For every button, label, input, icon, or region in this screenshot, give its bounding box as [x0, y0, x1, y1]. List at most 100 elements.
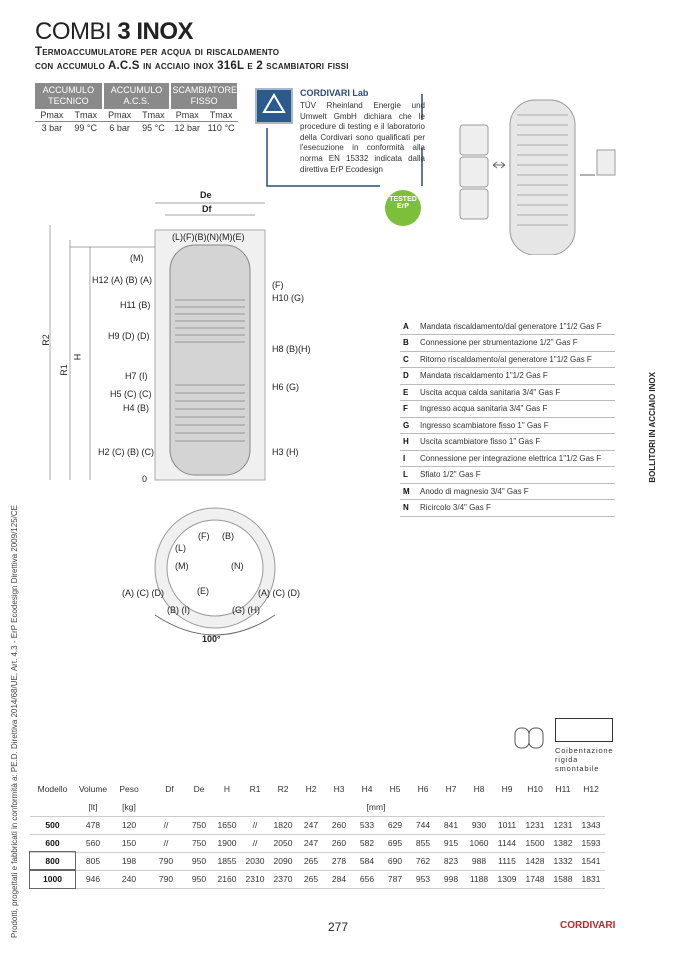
top-label-GH: (G) (H) — [232, 605, 260, 615]
label-R1: R1 — [58, 364, 69, 376]
table-cell: 1428 — [521, 852, 549, 871]
units-row: [lt][kg][mm] — [30, 798, 605, 817]
column-header: De — [193, 784, 205, 794]
table-cell: 1650 — [213, 816, 241, 835]
table-cell: 198 — [111, 852, 147, 871]
unit: [kg] — [111, 798, 147, 817]
product-illustration — [459, 99, 616, 255]
top-label-M: (M) — [175, 561, 189, 571]
label-F: (F) — [272, 280, 284, 290]
table-cell: 260 — [325, 834, 353, 853]
column-header: H3 — [333, 784, 345, 794]
table-cell: 2310 — [241, 870, 269, 889]
insulation-label: Coibentazione rigida smontabile — [555, 746, 614, 773]
cordivari-lab-label: CORDIVARI Lab — [300, 88, 369, 98]
top-label-F: (F) — [198, 531, 210, 541]
table-cell: 1144 — [493, 834, 521, 853]
legend-desc: Anodo di magnesio 3/4" Gas F — [420, 483, 615, 500]
legend-key: I — [400, 450, 420, 467]
top-view-drawing — [154, 507, 276, 636]
column-header: R1 — [249, 784, 261, 794]
cordivari-logo: CORDIVARI — [560, 920, 616, 931]
label-H7: H7 (I) — [125, 371, 148, 381]
legend-key: B — [400, 334, 420, 352]
table-cell: 582 — [353, 834, 381, 853]
legend-desc: Mandata riscaldamento/dal generatore 1"1… — [420, 318, 615, 335]
column-header: H12 — [583, 784, 599, 794]
column-header: H7 — [445, 784, 457, 794]
table-cell: 690 — [381, 852, 409, 871]
legend-desc: Uscita scambiatore fisso 1" Gas F — [420, 433, 615, 451]
table-cell: 1831 — [577, 870, 605, 889]
top-label-B: (B) — [222, 531, 234, 541]
table-cell: 2090 — [269, 852, 297, 871]
table-cell: // — [147, 816, 185, 835]
column-header: H9 — [501, 784, 513, 794]
table-cell: 1231 — [549, 816, 577, 835]
table-cell: 240 — [111, 870, 147, 889]
tank-section-drawing — [49, 202, 266, 481]
legend-key: F — [400, 400, 420, 418]
subtitle: con accumulo A.C.S in acciaio inox 316L … — [35, 60, 349, 72]
table-cell: 823 — [437, 852, 465, 871]
table-cell: 1820 — [269, 816, 297, 835]
label-Df: Df — [202, 204, 212, 214]
section-label: BOLLITORI IN ACCIAIO INOX — [648, 372, 657, 483]
label-M: (M) — [130, 253, 144, 263]
table-cell: 1231 — [521, 816, 549, 835]
table-cell: 1900 — [213, 834, 241, 853]
table-cell: 915 — [437, 834, 465, 853]
legend-key: M — [400, 483, 420, 500]
legend-desc: Sfiato 1/2" Gas F — [420, 466, 615, 484]
table-cell: 1593 — [577, 834, 605, 853]
table-cell: 805 — [75, 852, 111, 871]
insulation-icon — [514, 727, 544, 749]
label-H5: H5 (C) (C) — [110, 389, 152, 399]
table-cell: 247 — [297, 834, 325, 853]
top-label-right: (A) (C) (D) — [258, 588, 300, 598]
table-cell: 1011 — [493, 816, 521, 835]
table-cell: 762 — [409, 852, 437, 871]
table-cell: 260 — [325, 816, 353, 835]
cert-frame — [266, 94, 423, 187]
table-cell: 150 — [111, 834, 147, 853]
legend-desc: Uscita acqua calda sanitaria 3/4" Gas F — [420, 384, 615, 401]
top-label-E: (E) — [197, 586, 209, 596]
table-cell: 1500 — [521, 834, 549, 853]
table-cell: 2160 — [213, 870, 241, 889]
column-header: Volume — [78, 784, 108, 794]
table-cell: 2030 — [241, 852, 269, 871]
label-De: De — [200, 190, 212, 200]
legend-desc: Ricircolo 3/4" Gas F — [420, 499, 615, 517]
column-header: R2 — [277, 784, 289, 794]
column-header: H5 — [389, 784, 401, 794]
label-H9: H9 (D) (D) — [108, 331, 150, 341]
unit: [mm] — [147, 798, 605, 817]
legend-desc: Connessione per strumentazione 1/2" Gas … — [420, 334, 615, 352]
column-header: H8 — [473, 784, 485, 794]
label-H2: H2 (C) (B) (C) — [98, 447, 154, 457]
table-cell: // — [241, 816, 269, 835]
table-cell: 950 — [185, 852, 213, 871]
table-cell: 1188 — [465, 870, 493, 889]
table-cell: 265 — [297, 870, 325, 889]
legend-key: C — [400, 351, 420, 368]
table-cell: 278 — [325, 852, 353, 871]
top-label-L: (L) — [175, 543, 186, 553]
table-cell: 998 — [437, 870, 465, 889]
table-cell: 790 — [147, 852, 185, 871]
legend-desc: Ritorno riscaldamento/al generatore 1"1/… — [420, 351, 615, 368]
label-H: H — [72, 353, 83, 361]
top-label-BI: (B) (I) — [167, 605, 190, 615]
